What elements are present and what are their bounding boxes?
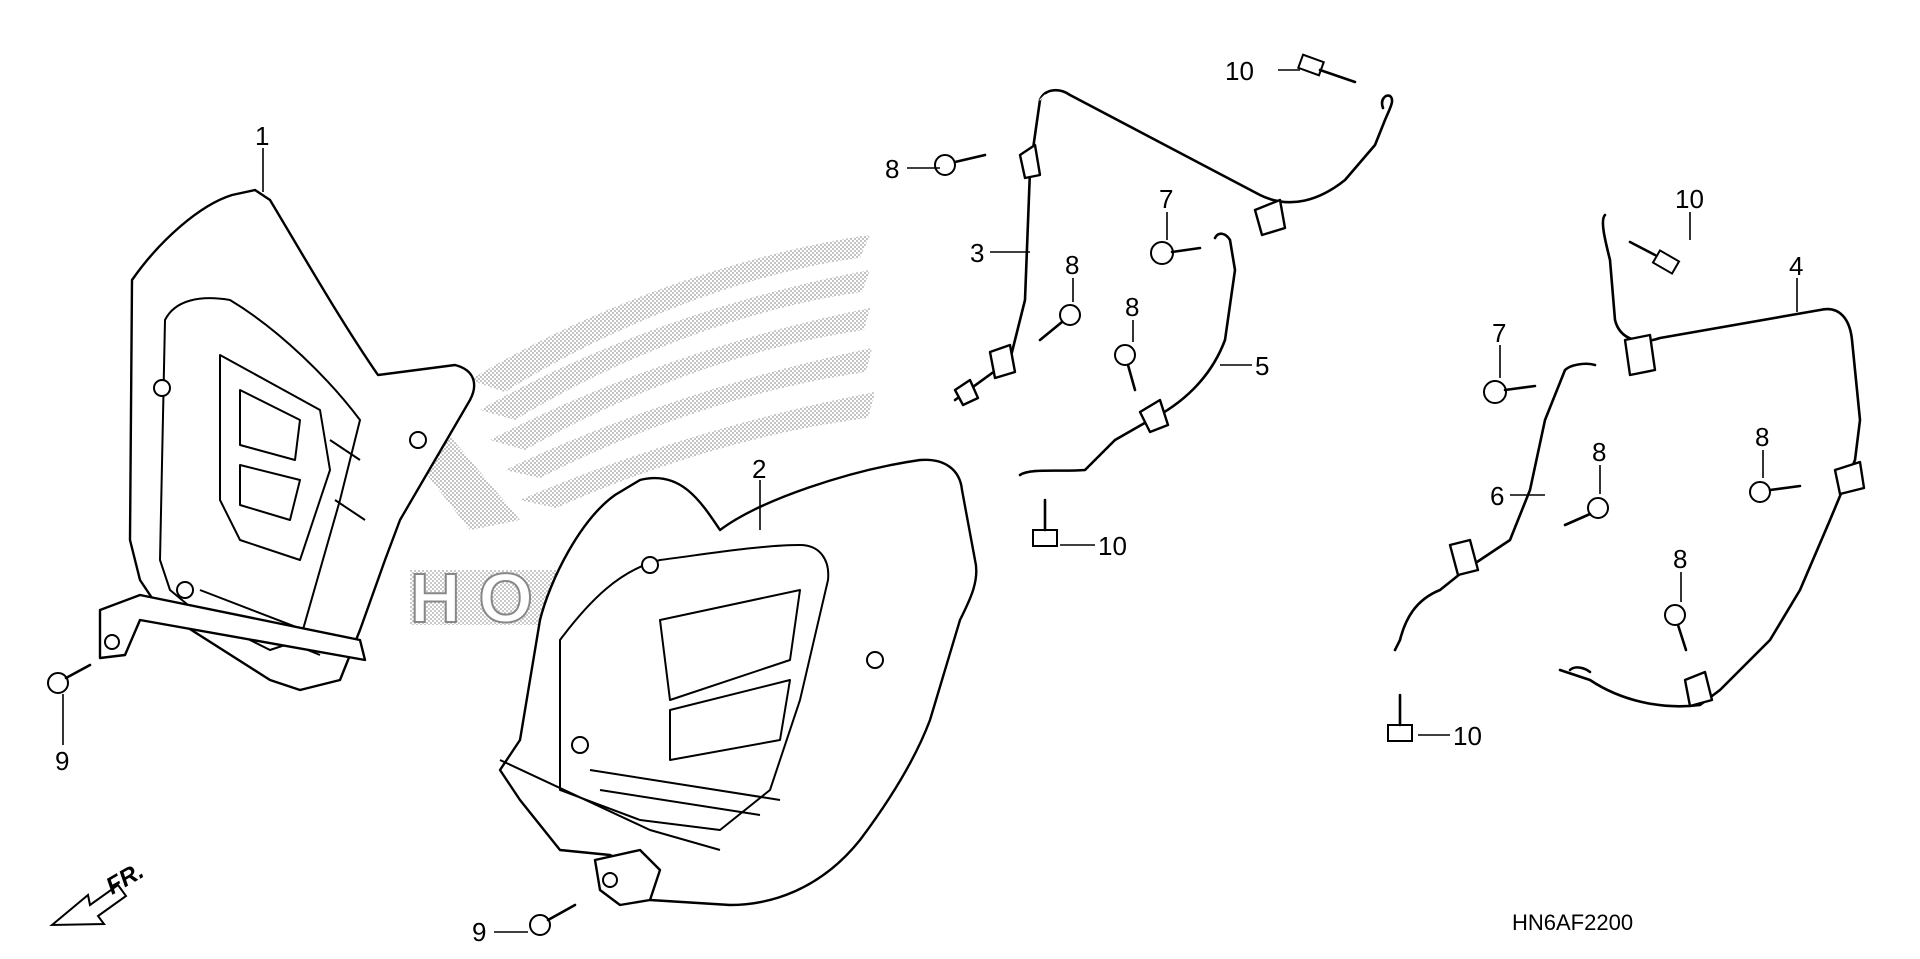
bolt-8c-icon xyxy=(1114,344,1137,392)
leader-lines xyxy=(62,69,1798,933)
callout-10a: 10 xyxy=(1225,56,1254,86)
callout-9b: 9 xyxy=(472,917,486,947)
bolt-10c-icon xyxy=(1628,240,1681,275)
bolt-8d-icon xyxy=(1563,497,1609,527)
callout-10d: 10 xyxy=(1453,721,1482,751)
bolt-7a-icon xyxy=(1150,241,1202,265)
callout-10c: 10 xyxy=(1675,184,1704,214)
right-footguard-part xyxy=(498,458,978,907)
stay-rod-3-part xyxy=(953,89,1394,407)
callout-3: 3 xyxy=(970,238,984,268)
callout-8b: 8 xyxy=(1065,250,1079,280)
callout-1: 1 xyxy=(255,121,269,151)
stay-rod-6-part xyxy=(1393,362,1597,652)
callout-7a: 7 xyxy=(1159,184,1173,214)
callout-8a: 8 xyxy=(885,154,899,184)
stay-rod-5-part xyxy=(1018,232,1237,477)
callout-labels: 1 2 3 4 5 6 7 7 8 8 8 8 8 8 9 9 10 10 10… xyxy=(55,56,1803,947)
bolt-fasteners xyxy=(47,53,1802,936)
bolt-10b-icon xyxy=(1032,498,1058,547)
callout-8f: 8 xyxy=(1673,544,1687,574)
bolt-8e-icon xyxy=(1749,481,1802,503)
bolt-7b-icon xyxy=(1483,380,1537,404)
callout-5: 5 xyxy=(1255,351,1269,381)
bolt-8b-icon xyxy=(1038,304,1081,342)
callout-10b: 10 xyxy=(1098,531,1127,561)
callout-2: 2 xyxy=(752,454,766,484)
stay-rod-4-part xyxy=(1558,213,1866,708)
front-arrow-icon xyxy=(49,883,128,927)
callout-9a: 9 xyxy=(55,746,69,776)
callout-8e: 8 xyxy=(1755,422,1769,452)
callout-6: 6 xyxy=(1490,481,1504,511)
bolt-8f-icon xyxy=(1664,604,1688,652)
left-footguard-part xyxy=(98,188,476,692)
callout-8c: 8 xyxy=(1125,292,1139,322)
diagram-reference-code: HN6AF2200 xyxy=(1512,910,1633,935)
bolt-10a-icon xyxy=(1296,53,1357,84)
callout-7b: 7 xyxy=(1492,318,1506,348)
bolt-9b-icon xyxy=(529,903,577,936)
callout-8d: 8 xyxy=(1592,437,1606,467)
bolt-10d-icon xyxy=(1387,693,1413,742)
front-direction-indicator: FR. xyxy=(49,857,148,927)
bolt-8a-icon xyxy=(934,153,987,176)
bolt-9a-icon xyxy=(47,663,92,694)
callout-4: 4 xyxy=(1789,251,1803,281)
